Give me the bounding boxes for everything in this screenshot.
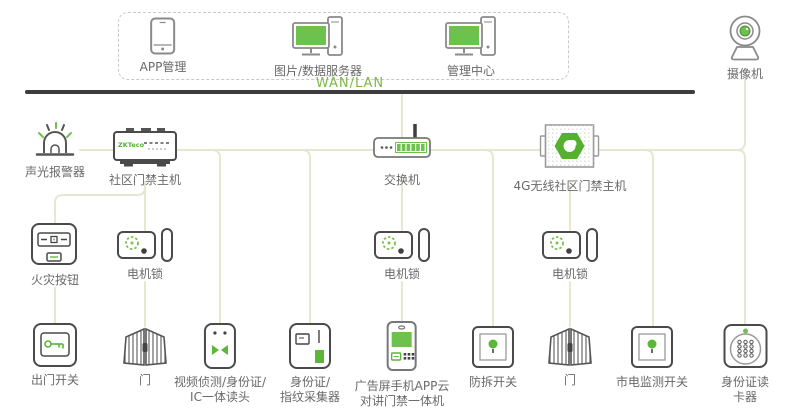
node-label: 电机锁 [126, 267, 163, 281]
door-icon [544, 326, 596, 368]
node-app-management: APP管理 [139, 17, 187, 75]
node-label: 图片/数据服务器 [273, 64, 363, 78]
node-label: 出门开关 [30, 373, 80, 387]
motor-lock-icon [117, 228, 173, 262]
node-motor-lock-2: 电机锁 [374, 228, 430, 282]
switch-icon [373, 122, 431, 168]
node-id-fingerprint-collector: 身份证/ 指纹采集器 [280, 322, 340, 405]
card-reader-icon [721, 322, 769, 370]
node-mains-monitor-switch: 市电监测开关 [616, 324, 688, 390]
id-fingerprint-icon [288, 322, 332, 370]
node-ad-screen-intercom: 广告屏手机APP云 对讲门禁一体机 [354, 320, 450, 409]
node-wireless-4g-controller: 4G无线社区门禁主机 [513, 120, 627, 194]
node-label: 市电监测开关 [615, 375, 689, 389]
node-community-access-controller: ZKTeco 社区门禁主机 [109, 126, 181, 188]
node-label: APP管理 [139, 60, 187, 74]
node-image-data-server: 图片/数据服务器 [274, 15, 362, 79]
node-label: 交换机 [383, 173, 420, 187]
node-video-id-reader: 视频侦测/身份证/ IC一体读头 [174, 322, 266, 405]
node-label: 声光报警器 [24, 165, 86, 179]
management-group-box [118, 12, 569, 80]
node-network-switch: 交换机 [373, 122, 431, 188]
node-label: 门 [138, 373, 151, 387]
server-icon [291, 15, 345, 59]
node-label: 摄像机 [726, 67, 763, 81]
node-label: 身份证读卡器 [720, 375, 769, 404]
node-door-2: 门 [544, 326, 596, 388]
node-camera: 摄像机 [723, 14, 767, 82]
node-label: 火灾按钮 [30, 273, 79, 287]
exit-switch-icon [32, 322, 78, 368]
node-label: 广告屏手机APP云 对讲门禁一体机 [354, 379, 450, 408]
node-management-center: 管理中心 [444, 15, 498, 79]
intercom-icon [381, 320, 423, 374]
node-motor-lock-3: 电机锁 [542, 228, 598, 282]
pin-switch-icon [470, 324, 516, 370]
node-id-card-reader: 身份证读卡器 [718, 322, 773, 405]
node-label: 视频侦测/身份证/ IC一体读头 [173, 375, 267, 404]
pin-switch-icon [629, 324, 675, 370]
node-label: 社区门禁主机 [108, 173, 182, 187]
node-motor-lock-1: 电机锁 [117, 228, 173, 282]
node-audible-visual-alarm: 声光报警器 [25, 120, 85, 180]
node-door-1: 门 [119, 326, 171, 388]
controller-logo: ZKTeco [118, 141, 145, 149]
node-label: 4G无线社区门禁主机 [513, 179, 627, 193]
video-reader-icon [203, 322, 237, 370]
management-center-icon [444, 15, 498, 59]
motor-lock-icon [542, 228, 598, 262]
phone-icon [150, 17, 176, 55]
motor-lock-icon [374, 228, 430, 262]
node-label: 电机锁 [383, 267, 420, 281]
node-label: 防拆开关 [468, 375, 518, 389]
node-tamper-switch: 防拆开关 [469, 324, 517, 390]
camera-icon [723, 14, 767, 62]
door-icon [119, 326, 171, 368]
node-label: 门 [563, 373, 576, 387]
node-fire-button: 火灾按钮 [30, 222, 80, 288]
node-label: 电机锁 [551, 267, 588, 281]
node-label: 身份证/ 指纹采集器 [279, 375, 341, 404]
siren-icon [32, 120, 78, 160]
backbone-label: WAN/LAN [315, 76, 385, 91]
backbone-bar [25, 90, 695, 94]
node-exit-switch: 出门开关 [31, 322, 79, 388]
fire-button-icon [30, 222, 80, 268]
node-label: 管理中心 [446, 64, 495, 78]
controller-box-icon: ZKTeco [112, 126, 178, 168]
hexagon-controller-icon [540, 120, 600, 174]
